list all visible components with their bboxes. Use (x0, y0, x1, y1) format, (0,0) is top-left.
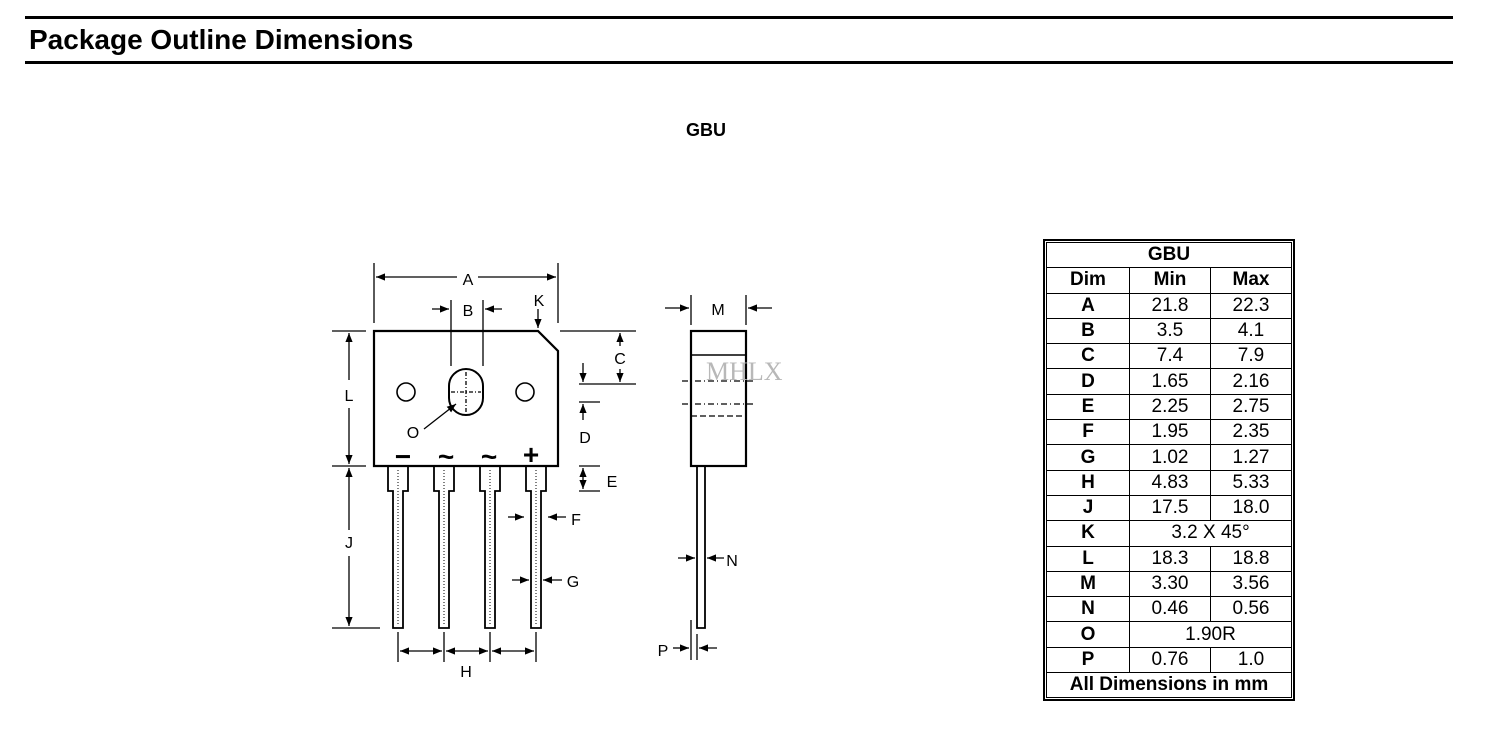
package-label: GBU (686, 120, 726, 140)
col-header-max: Max (1210, 267, 1292, 294)
cell-dim: J (1046, 494, 1130, 522)
cell-dim: N (1046, 596, 1130, 623)
dim-label-H: H (460, 664, 472, 681)
cell-max: 18.0 (1210, 494, 1292, 522)
dim-label-B: B (463, 303, 474, 320)
dim-label-P: P (658, 643, 669, 660)
pin-polarity-plus: + (523, 439, 539, 470)
cell-max: 2.35 (1210, 419, 1292, 446)
cell-dim: L (1046, 545, 1130, 572)
cell-max: 2.16 (1210, 368, 1292, 395)
dim-label-O: O (407, 425, 419, 442)
dim-label-F: F (571, 512, 581, 529)
dim-label-E: E (607, 474, 618, 491)
cell-min: 7.4 (1129, 343, 1211, 370)
cell-max: 3.56 (1210, 570, 1292, 598)
cell-max: 2.75 (1210, 393, 1292, 421)
cell-value: 1.90R (1129, 621, 1292, 648)
side-view-body (682, 329, 756, 468)
dim-label-M: M (711, 302, 724, 319)
cell-dim: O (1046, 621, 1130, 648)
cell-max: 18.8 (1210, 545, 1292, 572)
cell-min: 17.5 (1129, 494, 1211, 522)
dim-label-L: L (345, 388, 354, 405)
table-footer: All Dimensions in mm (1046, 672, 1292, 699)
col-header-dim: Dim (1046, 267, 1130, 294)
watermark-text: MHLX (706, 357, 783, 386)
dim-label-A: A (463, 272, 474, 289)
cell-dim: C (1046, 343, 1130, 370)
cell-value: 3.2 X 45° (1129, 520, 1292, 547)
pin-polarity-ac-2: ~ (481, 441, 497, 472)
dim-label-J: J (345, 535, 353, 552)
cell-min: 3.5 (1129, 317, 1211, 345)
cell-max: 1.27 (1210, 444, 1292, 471)
cell-max: 1.0 (1210, 646, 1292, 674)
cell-dim: P (1046, 646, 1130, 674)
cell-max: 0.56 (1210, 596, 1292, 623)
cell-dim: H (1046, 469, 1130, 496)
cell-dim: K (1046, 520, 1130, 547)
cell-min: 1.02 (1129, 444, 1211, 471)
cell-dim: F (1046, 419, 1130, 446)
cell-min: 0.76 (1129, 646, 1211, 674)
cell-min: 1.65 (1129, 368, 1211, 395)
cell-min: 2.25 (1129, 393, 1211, 421)
header-rule-bottom (25, 61, 1453, 64)
cell-max: 7.9 (1210, 343, 1292, 370)
dim-label-C: C (614, 351, 626, 368)
col-header-min: Min (1129, 267, 1211, 294)
pin-polarity-ac-1: ~ (438, 441, 454, 472)
dim-label-G: G (567, 574, 579, 591)
cell-min: 3.30 (1129, 570, 1211, 598)
dim-label-K: K (534, 293, 545, 310)
dim-label-N: N (726, 553, 738, 570)
cell-dim: B (1046, 317, 1130, 345)
front-view-body (372, 329, 560, 468)
front-view-pins (387, 466, 547, 629)
cell-dim: D (1046, 368, 1130, 395)
cell-dim: M (1046, 570, 1130, 598)
cell-max: 22.3 (1210, 292, 1292, 319)
cell-dim: G (1046, 444, 1130, 471)
cell-min: 0.46 (1129, 596, 1211, 623)
side-view-pin (696, 466, 706, 629)
table-title: GBU (1046, 241, 1292, 269)
cell-max: 5.33 (1210, 469, 1292, 496)
cell-min: 21.8 (1129, 292, 1211, 319)
page-title: Package Outline Dimensions (29, 24, 414, 55)
cell-dim: A (1046, 292, 1130, 319)
cell-min: 18.3 (1129, 545, 1211, 572)
cell-min: 1.95 (1129, 419, 1211, 446)
pin-polarity-minus: − (395, 441, 411, 472)
header-rule-top (25, 16, 1453, 19)
cell-min: 4.83 (1129, 469, 1211, 496)
cell-dim: E (1046, 393, 1130, 421)
dim-label-D: D (579, 430, 591, 447)
cell-max: 4.1 (1210, 317, 1292, 345)
